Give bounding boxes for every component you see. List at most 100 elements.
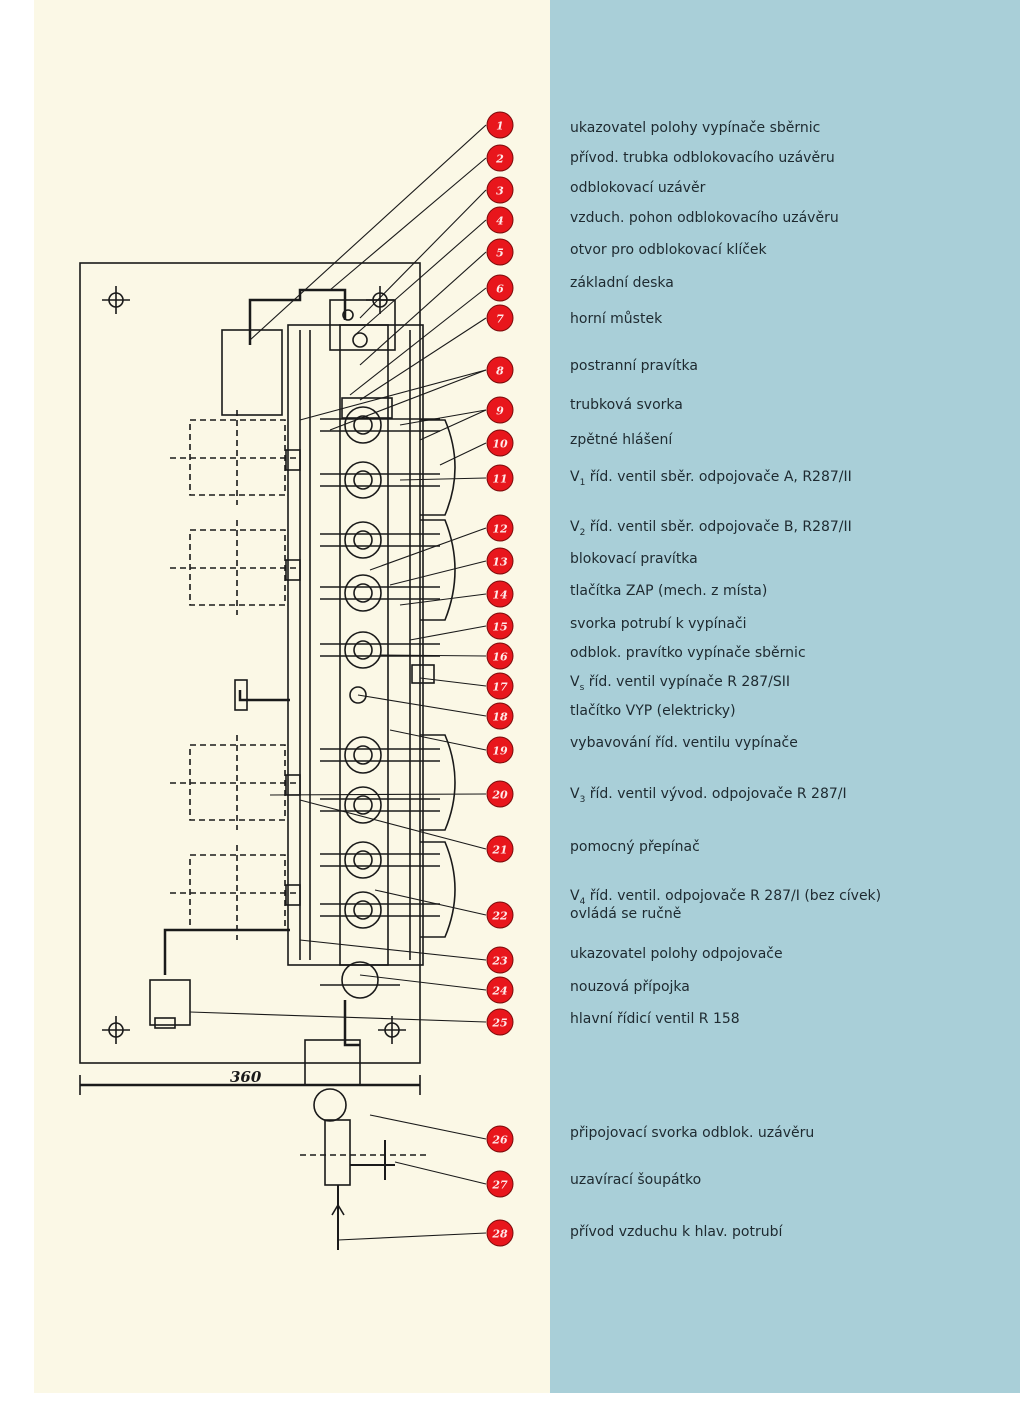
badge-number: 14 (492, 589, 507, 602)
badge-circle (486, 702, 514, 730)
leader-line (409, 625, 487, 641)
badge-number: 8 (496, 365, 504, 378)
badge-number: 20 (491, 789, 508, 802)
badge-circle (486, 672, 514, 700)
legend-label-22: V4 říd. ventil. odpojovače R 287/I (bez … (570, 888, 882, 907)
badge-circle (486, 976, 514, 1004)
badge-circle (486, 356, 514, 384)
badge-circle (486, 1219, 514, 1247)
legend-label-10: zpětné hlášení (570, 432, 673, 448)
legend-label-8: postranní pravítka (570, 358, 698, 374)
flow-arrow (331, 1203, 345, 1216)
leader-line (419, 409, 487, 441)
number-badges: 1234567891011121314151617181920212223242… (486, 111, 514, 1247)
trip-button (349, 686, 367, 704)
badge-number: 19 (492, 745, 508, 758)
trip-lever-handle (234, 679, 248, 711)
number-badge-17: 17 (486, 672, 514, 700)
leader-line (349, 287, 487, 396)
number-badge-19: 19 (486, 736, 514, 764)
coupling-nut (154, 1017, 176, 1029)
badge-number: 23 (491, 955, 508, 968)
feedback-drum (420, 519, 456, 621)
drawing-linework (79, 262, 456, 1250)
legend-label-14: tlačítka ZAP (mech. z místa) (570, 583, 768, 599)
badge-number: 24 (491, 985, 507, 998)
legend-label-23: ukazovatel polohy odpojovače (570, 946, 783, 962)
coil-terminal (285, 449, 301, 471)
legend-label-17: Vs říd. ventil vypínače R 287/SII (570, 674, 790, 693)
badge-number: 10 (492, 438, 508, 451)
badge-number: 4 (496, 215, 504, 228)
badge-circle (486, 304, 514, 332)
badge-circle (486, 429, 514, 457)
badge-circle (486, 1125, 514, 1153)
leader-line (299, 799, 487, 850)
legend-label-25: hlavní řídicí ventil R 158 (570, 1011, 740, 1027)
number-badge-20: 20 (486, 780, 514, 808)
badge-number: 16 (492, 651, 508, 664)
leader-line (337, 1232, 487, 1241)
unlocking-valve-box (329, 299, 396, 351)
emergency-coupling (149, 979, 191, 1026)
number-badge-9: 9 (486, 396, 514, 424)
feedback-drum (420, 841, 456, 938)
number-badge-16: 16 (486, 642, 514, 670)
leader-line (389, 560, 487, 586)
valve-disc-inner (353, 583, 373, 603)
badge-circle (486, 642, 514, 670)
badge-circle (486, 396, 514, 424)
number-badge-3: 3 (486, 176, 514, 204)
leader-line (389, 729, 487, 751)
legend-label-16: odblok. pravítko vypínače sběrnic (570, 645, 806, 661)
number-badge-26: 26 (486, 1125, 514, 1153)
badge-number: 5 (496, 247, 504, 260)
badge-number: 9 (496, 405, 504, 418)
valve-disc (344, 841, 382, 879)
push-button-box (411, 664, 435, 684)
leader-line (359, 189, 487, 319)
valve-disc (344, 786, 382, 824)
badge-number: 26 (491, 1134, 508, 1147)
position-indicator-box (221, 329, 283, 416)
badge-number: 25 (491, 1017, 507, 1030)
badge-circle (486, 580, 514, 608)
number-badge-23: 23 (486, 946, 514, 974)
badge-circle (486, 514, 514, 542)
badge-circle (486, 238, 514, 266)
badge-circle (486, 835, 514, 863)
leader-line (399, 409, 487, 426)
number-badge-22: 22 (486, 901, 514, 929)
leader-line (299, 369, 487, 421)
leader-line (379, 654, 487, 657)
number-badge-18: 18 (486, 702, 514, 730)
leader-line (369, 527, 487, 571)
feedback-drum (420, 419, 456, 516)
number-badge-6: 6 (486, 274, 514, 302)
badge-number: 3 (496, 185, 504, 198)
valve-disc-inner (353, 470, 373, 490)
valve-disc-inner (353, 900, 373, 920)
number-badge-1: 1 (486, 111, 514, 139)
number-badge-14: 14 (486, 580, 514, 608)
number-badge-12: 12 (486, 514, 514, 542)
legend-label-21: pomocný přepínač (570, 839, 700, 855)
coil-terminal (285, 559, 301, 581)
number-badge-7: 7 (486, 304, 514, 332)
leader-line (399, 593, 487, 606)
badge-circle (486, 547, 514, 575)
leader-lines (189, 124, 487, 1241)
valve-disc (344, 461, 382, 499)
dimension-label: 360 (230, 1068, 262, 1086)
badge-number: 6 (496, 283, 504, 296)
leader-line (369, 1114, 487, 1140)
legend-label-28: přívod vzduchu k hlav. potrubí (570, 1224, 783, 1240)
legend-label-15: svorka potrubí k vypínači (570, 616, 747, 632)
leader-line (329, 369, 487, 431)
badge-number: 21 (491, 844, 507, 857)
valve-column (339, 324, 389, 966)
number-badge-13: 13 (486, 547, 514, 575)
leader-line (399, 477, 487, 481)
feedback-drum (420, 734, 456, 831)
